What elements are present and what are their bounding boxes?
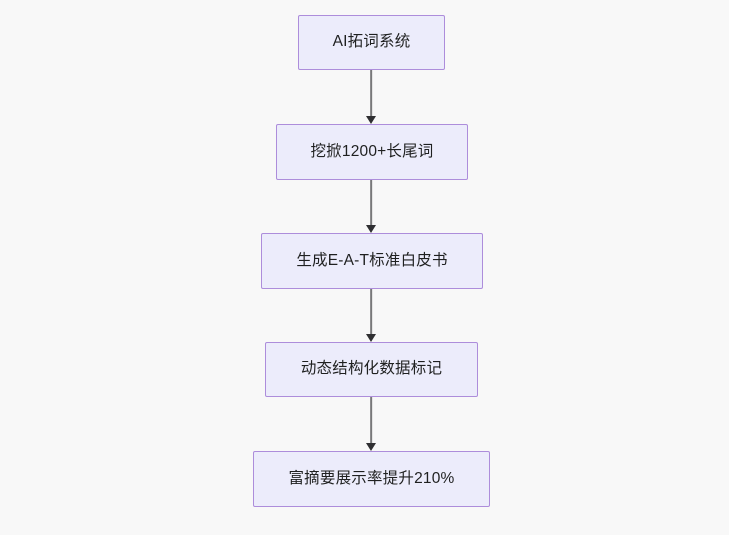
connector-node2-node3 <box>361 180 381 233</box>
connector-node4-node5 <box>361 397 381 451</box>
arrowhead-icon <box>366 225 376 233</box>
arrowhead-icon <box>366 334 376 342</box>
connector-line <box>370 289 372 334</box>
connector-line <box>370 397 372 443</box>
flow-node-label: 动态结构化数据标记 <box>300 360 443 378</box>
flow-node-dynamic-structured-data-markup[interactable]: 动态结构化数据标记 <box>265 342 478 397</box>
connector-line <box>370 180 372 225</box>
flow-node-ai-keyword-system[interactable]: AI拓词系统 <box>298 15 445 70</box>
flow-node-label: 挖掀1200+长尾词 <box>310 142 434 160</box>
connector-node1-node2 <box>361 70 381 124</box>
flow-node-mine-longtail-keywords[interactable]: 挖掀1200+长尾词 <box>276 124 468 180</box>
flow-node-generate-eat-whitepaper[interactable]: 生成E-A-T标准白皮书 <box>261 233 483 289</box>
flow-node-label: AI拓词系统 <box>332 33 411 51</box>
arrowhead-icon <box>366 116 376 124</box>
connector-node3-node4 <box>361 289 381 342</box>
arrowhead-icon <box>366 443 376 451</box>
flow-node-rich-snippet-impression-lift[interactable]: 富摘要展示率提升210% <box>253 451 490 507</box>
flow-node-label: 生成E-A-T标准白皮书 <box>296 251 448 269</box>
connector-line <box>370 70 372 116</box>
flow-node-label: 富摘要展示率提升210% <box>288 469 455 487</box>
